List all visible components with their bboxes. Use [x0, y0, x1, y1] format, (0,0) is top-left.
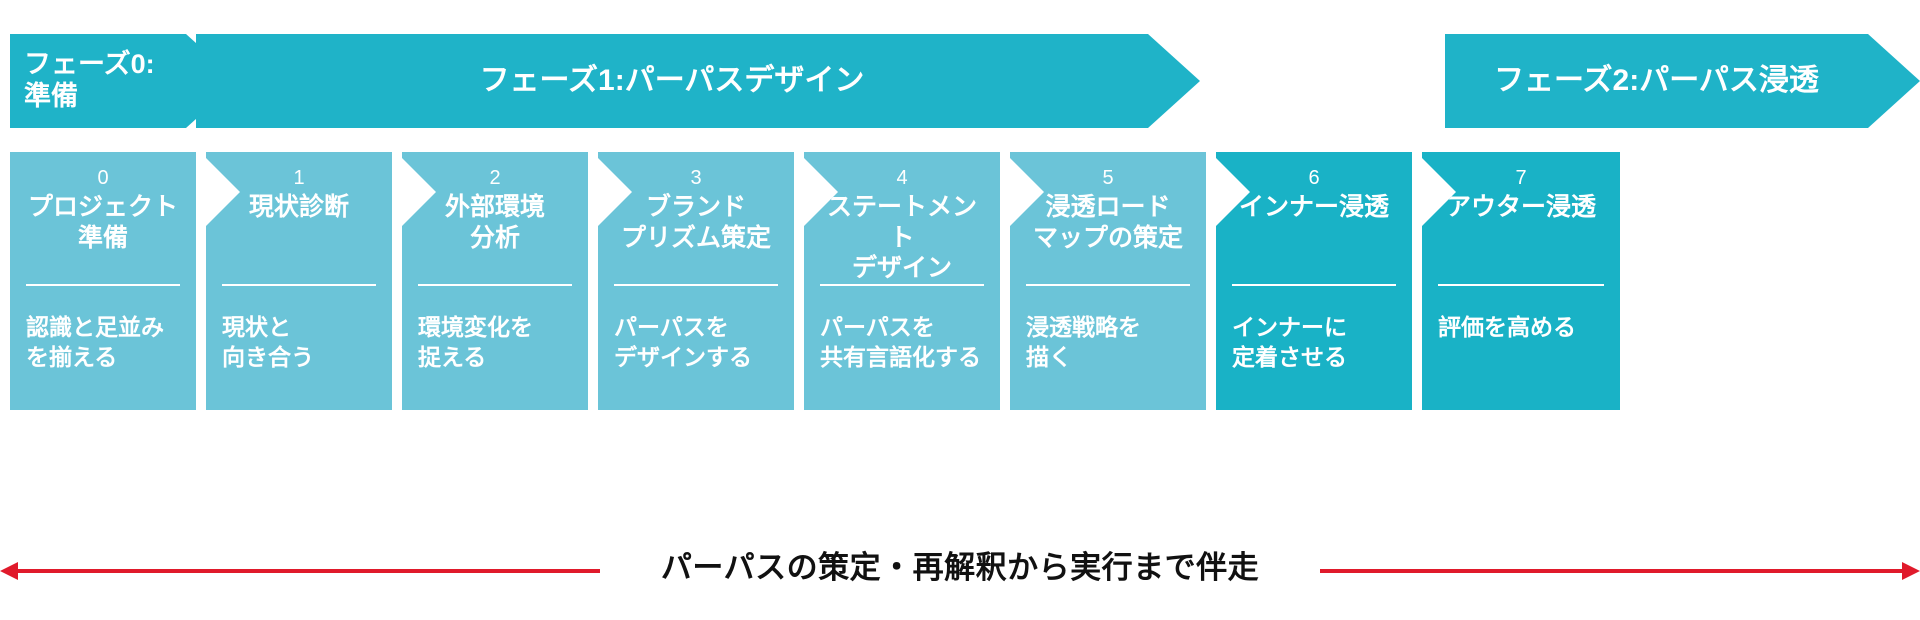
phase-banner-row: フェーズ0: 準備 フェーズ1:パーパスデザイン フェーズ2:パーパス浸透 — [0, 34, 1920, 128]
arrow-left-icon — [0, 562, 18, 580]
step-card-3-divider — [614, 284, 778, 286]
phase-banner-2: フェーズ2:パーパス浸透 — [1445, 34, 1920, 128]
step-card-4-title: ステートメント デザイン — [826, 193, 977, 282]
phase-banner-0-label: フェーズ0: 準備 — [24, 49, 155, 111]
step-card-2-description: 環境変化を 捉える — [418, 314, 533, 371]
arrow-left-shaft — [18, 569, 600, 573]
step-card-0[interactable]: 0 プロジェクト 準備 認識と足並み を揃える — [10, 152, 196, 410]
step-card-3-description: パーパスを デザインする — [614, 314, 752, 371]
step-card-4-number: 4 — [896, 167, 908, 189]
step-card-1-divider — [222, 284, 376, 286]
step-card-2[interactable]: 2 外部環境 分析 環境変化を 捉える — [402, 152, 588, 410]
step-card-4[interactable]: 4 ステートメント デザイン パーパスを 共有言語化する — [804, 152, 1000, 410]
step-card-2-number: 2 — [489, 167, 501, 189]
phase-banner-1-label: フェーズ1:パーパスデザイン — [479, 64, 865, 98]
footer-band: パーパスの策定・再解釈から実行まで伴走 — [0, 430, 1920, 620]
step-card-4-divider — [820, 284, 984, 286]
step-card-7[interactable]: 7 アウター浸透 評価を高める — [1422, 152, 1620, 410]
phase-banner-2-label: フェーズ2:パーパス浸透 — [1494, 64, 1819, 98]
step-card-6-title: インナー浸透 — [1238, 193, 1389, 221]
arrow-right-shaft — [1320, 569, 1902, 573]
step-card-3[interactable]: 3 ブランド プリズム策定 パーパスを デザインする — [598, 152, 794, 410]
step-card-1-title: 現状診断 — [248, 193, 349, 221]
footer-arrow-left — [0, 560, 600, 582]
step-card-6-description: インナーに 定着させる — [1232, 314, 1347, 371]
step-card-5-divider — [1026, 284, 1190, 286]
arrow-right-icon — [1902, 562, 1920, 580]
step-card-0-divider — [26, 284, 180, 286]
step-card-0-number: 0 — [97, 167, 109, 189]
step-card-6-number: 6 — [1308, 167, 1320, 189]
step-card-1[interactable]: 1 現状診断 現状と 向き合う — [206, 152, 392, 410]
step-card-3-number: 3 — [690, 167, 702, 189]
step-card-1-number: 1 — [293, 167, 305, 189]
step-card-2-title: 外部環境 分析 — [444, 193, 545, 252]
footer-caption: パーパスの策定・再解釈から実行まで伴走 — [660, 550, 1260, 585]
step-card-7-title: アウター浸透 — [1445, 193, 1596, 221]
step-card-5-description: 浸透戦略を 描く — [1026, 314, 1141, 371]
step-card-0-title: プロジェクト 準備 — [27, 193, 178, 252]
step-card-7-description: 評価を高める — [1438, 314, 1576, 340]
step-card-4-description: パーパスを 共有言語化する — [820, 314, 981, 371]
step-card-5-number: 5 — [1102, 167, 1114, 189]
step-card-7-divider — [1438, 284, 1604, 286]
step-card-5[interactable]: 5 浸透ロード マップの策定 浸透戦略を 描く — [1010, 152, 1206, 410]
step-card-2-divider — [418, 284, 572, 286]
step-card-3-title: ブランド プリズム策定 — [620, 193, 771, 252]
step-card-5-title: 浸透ロード マップの策定 — [1032, 193, 1183, 252]
footer-arrow-right — [1320, 560, 1920, 582]
step-card-6-divider — [1232, 284, 1396, 286]
step-card-7-number: 7 — [1515, 167, 1527, 189]
step-card-6[interactable]: 6 インナー浸透 インナーに 定着させる — [1216, 152, 1412, 410]
step-card-0-description: 認識と足並み を揃える — [26, 314, 164, 371]
step-card-row: 0 プロジェクト 準備 認識と足並み を揃える 1 現状診断 現状と 向き合う … — [10, 152, 1910, 410]
step-card-1-description: 現状と 向き合う — [222, 314, 314, 371]
phase-banner-1: フェーズ1:パーパスデザイン — [196, 34, 1200, 128]
